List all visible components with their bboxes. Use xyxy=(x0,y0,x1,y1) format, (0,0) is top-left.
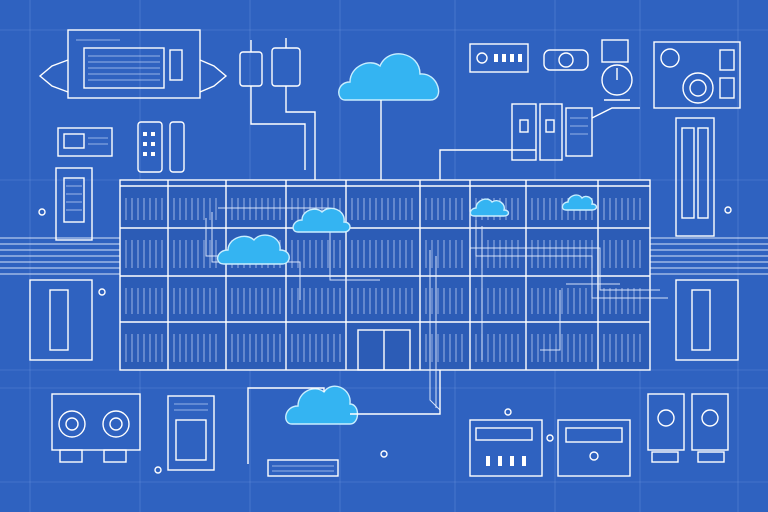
speaker-panel-icon xyxy=(653,41,741,109)
switch-box-icon xyxy=(557,419,631,477)
cloud-icon xyxy=(247,370,441,464)
server-rack-icon xyxy=(29,167,93,361)
server-rack-icon xyxy=(675,117,739,361)
cloud-icon xyxy=(292,207,351,233)
keyboard-icon xyxy=(267,459,339,477)
device-panel-icon xyxy=(57,127,113,157)
keypad-icon xyxy=(137,121,185,173)
monitor-icon xyxy=(38,29,228,99)
cable-bundle-icon xyxy=(650,237,768,275)
control-panel-icon xyxy=(51,393,141,463)
cloud-icon xyxy=(217,234,290,265)
cloud-icon xyxy=(561,194,598,211)
marker-dots xyxy=(38,206,732,474)
switch-box-icon xyxy=(439,103,640,180)
server-rack-icon xyxy=(469,419,543,477)
plug-device-icon xyxy=(239,38,316,180)
control-panel-icon xyxy=(469,43,529,73)
cable-bundle-icon xyxy=(0,237,120,275)
cloud-icon xyxy=(338,53,440,180)
valve-icon xyxy=(543,49,589,71)
gauge-icon xyxy=(601,39,633,101)
cloud-icon xyxy=(469,198,510,217)
meter-box-icon xyxy=(167,395,215,471)
gauge-icon xyxy=(647,393,729,463)
